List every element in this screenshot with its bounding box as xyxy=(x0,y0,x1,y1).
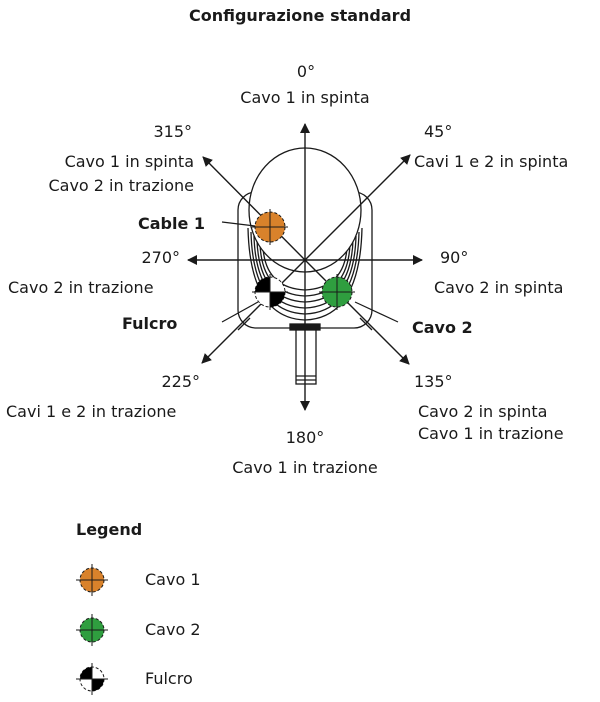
cable2-callout-label: Cavo 2 xyxy=(412,318,473,337)
diagram-title: Configurazione standard xyxy=(188,6,412,25)
arrow-315 xyxy=(202,156,306,261)
angle-315-label: 315° xyxy=(153,122,192,141)
fulcrum-callout-label: Fulcro xyxy=(122,314,178,333)
angle-225-label: 225° xyxy=(161,372,200,391)
arrow-135 xyxy=(304,259,410,365)
direction-270-text: Cavo 2 in trazione xyxy=(8,278,154,297)
direction-135-line2: Cavo 1 in trazione xyxy=(418,424,564,443)
angle-180-label: 180° xyxy=(285,428,325,447)
cable2-callout-line xyxy=(354,301,399,323)
fulcrum-callout-line xyxy=(221,301,259,323)
legend-fulcrum-label: Fulcro xyxy=(145,669,193,688)
angle-45-label: 45° xyxy=(424,122,453,141)
cable1-marker xyxy=(252,209,288,245)
angle-0-label: 0° xyxy=(296,62,316,81)
arrow-45 xyxy=(304,154,411,261)
direction-arrows xyxy=(187,123,423,411)
direction-225-text: Cavi 1 e 2 in trazione xyxy=(6,402,177,421)
angle-135-label: 135° xyxy=(414,372,453,391)
legend-fulcrum-icon xyxy=(76,663,108,695)
legend-title: Legend xyxy=(76,520,143,539)
direction-45-text: Cavi 1 e 2 in spinta xyxy=(414,152,569,171)
legend-cable1-icon xyxy=(76,564,108,596)
angle-90-label: 90° xyxy=(440,248,469,267)
cable1-callout-line xyxy=(221,221,256,227)
direction-180-text: Cavo 1 in trazione xyxy=(232,458,378,477)
fulcrum-marker xyxy=(252,274,288,310)
cable2-marker xyxy=(319,274,355,310)
direction-315-line2: Cavo 2 in trazione xyxy=(48,176,194,195)
direction-0-text: Cavo 1 in spinta xyxy=(240,88,370,107)
legend-cable2-icon xyxy=(76,614,108,646)
direction-315-line1: Cavo 1 in spinta xyxy=(64,152,194,171)
arrow-225 xyxy=(201,259,306,364)
angle-270-label: 270° xyxy=(141,248,180,267)
legend-cable1-label: Cavo 1 xyxy=(145,570,201,589)
direction-135-line1: Cavo 2 in spinta xyxy=(418,402,548,421)
direction-90-text: Cavo 2 in spinta xyxy=(434,278,564,297)
cable1-callout-label: Cable 1 xyxy=(138,214,206,233)
legend-cable2-label: Cavo 2 xyxy=(145,620,201,639)
